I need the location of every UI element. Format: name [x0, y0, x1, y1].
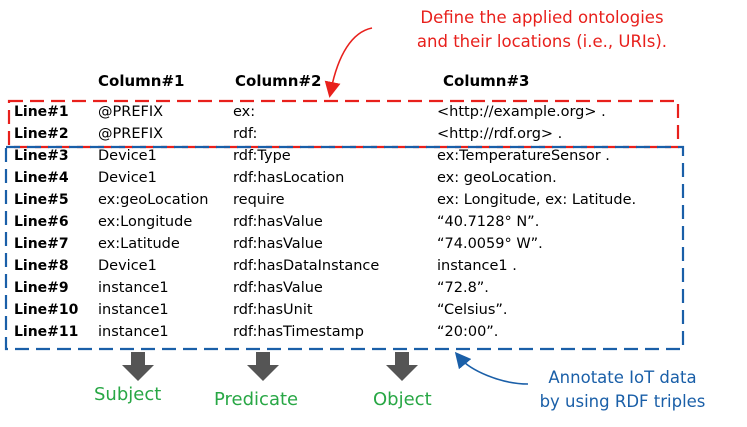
row-line-label: Line#8: [14, 258, 69, 274]
row-predicate: rdf:Type: [233, 148, 291, 164]
row-object: “20:00”.: [437, 324, 499, 340]
row-line-label: Line#10: [14, 302, 79, 318]
row-subject: instance1: [98, 324, 169, 340]
row-predicate: rdf:hasTimestamp: [233, 324, 364, 340]
row-line-label: Line#6: [14, 214, 69, 230]
subject-label: Subject: [94, 384, 162, 405]
row-line-label: Line#1: [14, 104, 69, 120]
row-subject: Device1: [98, 258, 157, 274]
row-predicate: rdf:hasValue: [233, 214, 323, 230]
row-subject: @PREFIX: [98, 104, 164, 120]
row-subject: Device1: [98, 148, 157, 164]
column-header-3: Column#3: [443, 72, 530, 90]
prefix-box: [7, 99, 680, 149]
row-subject: @PREFIX: [98, 126, 164, 142]
row-line-label: Line#5: [14, 192, 69, 208]
row-object: <http://example.org> .: [437, 104, 606, 120]
row-predicate: rdf:: [233, 126, 258, 142]
row-line-label: Line#11: [14, 324, 79, 340]
row-object: “40.7128° N”.: [437, 214, 540, 230]
row-object: “Celsius”.: [437, 302, 508, 318]
row-predicate: rdf:hasUnit: [233, 302, 313, 318]
row-object: <http://rdf.org> .: [437, 126, 563, 142]
object-label: Object: [373, 389, 432, 410]
row-predicate: rdf:hasValue: [233, 236, 323, 252]
predicate-down-arrow: [247, 352, 279, 381]
rdf-callout-line1: Annotate IoT data: [548, 368, 697, 387]
ontology-callout-line1: Define the applied ontologies: [420, 8, 664, 27]
row-object: instance1 .: [437, 258, 517, 274]
row-predicate: rdf:hasValue: [233, 280, 323, 296]
subject-down-arrow: [122, 352, 154, 381]
row-line-label: Line#3: [14, 148, 69, 164]
row-object: “72.8”.: [437, 280, 489, 296]
object-down-arrow: [386, 352, 418, 381]
row-predicate: rdf:hasLocation: [233, 170, 345, 186]
row-line-label: Line#4: [14, 170, 69, 186]
row-line-label: Line#2: [14, 126, 69, 142]
column-header-2: Column#2: [235, 72, 322, 90]
row-predicate: require: [233, 192, 285, 208]
predicate-label: Predicate: [214, 389, 299, 410]
rdf-callout-line2: by using RDF triples: [539, 392, 706, 411]
row-subject: ex:Longitude: [98, 214, 193, 230]
column-header-1: Column#1: [98, 72, 185, 90]
row-line-label: Line#9: [14, 280, 69, 296]
row-object: “74.0059° W”.: [437, 236, 543, 252]
row-subject: instance1: [98, 302, 169, 318]
triples-box: [4, 145, 685, 351]
row-object: ex: geoLocation.: [437, 170, 557, 186]
row-object: ex:TemperatureSensor .: [437, 148, 610, 164]
ontology-callout-arrow: [324, 27, 373, 98]
row-subject: ex:Latitude: [98, 236, 180, 252]
row-subject: Device1: [98, 170, 157, 186]
row-predicate: ex:: [233, 104, 256, 120]
row-subject: ex:geoLocation: [98, 192, 209, 208]
row-line-label: Line#7: [14, 236, 69, 252]
row-object: ex: Longitude, ex: Latitude.: [437, 192, 637, 208]
row-subject: instance1: [98, 280, 169, 296]
row-predicate: rdf:hasDataInstance: [233, 258, 380, 274]
ontology-callout-line2: and their locations (i.e., URIs).: [416, 32, 668, 51]
rdf-callout: Annotate IoT data by using RDF triples: [505, 366, 740, 414]
ontology-callout: Define the applied ontologies and their …: [352, 6, 732, 54]
rdf-callout-arrow: [454, 351, 529, 385]
